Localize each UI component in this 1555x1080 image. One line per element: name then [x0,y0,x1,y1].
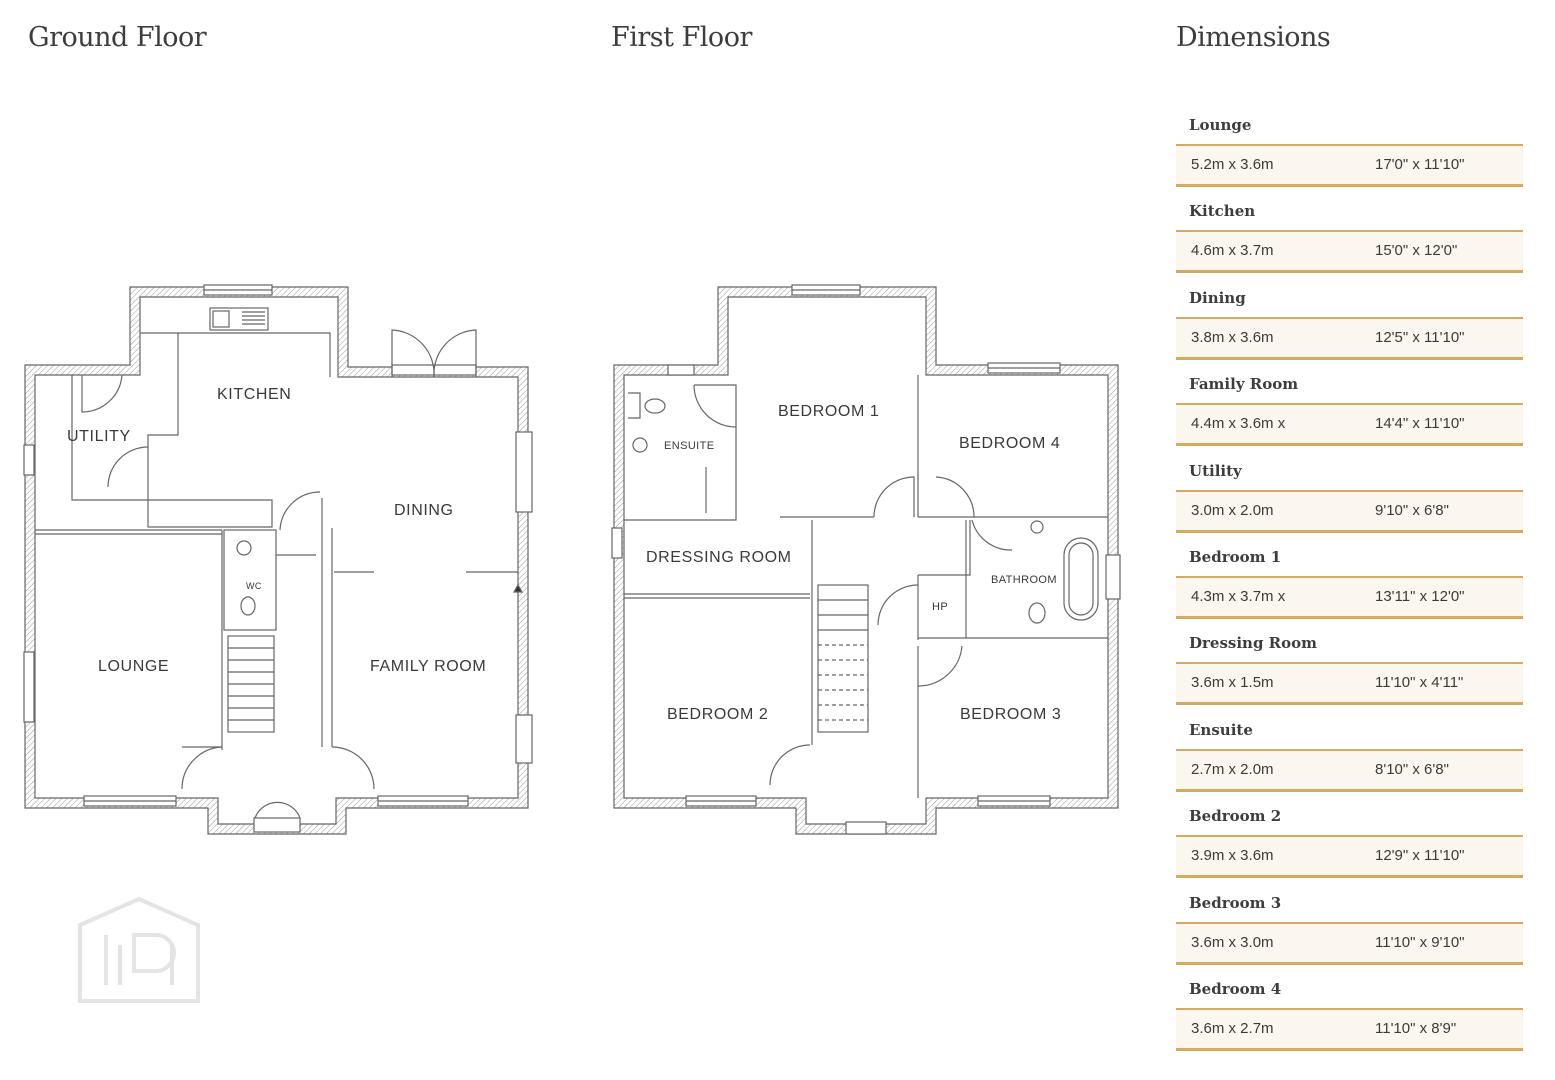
dimension-band: 5.2m x 3.6m 17'0" x 11'10" [1176,144,1523,187]
dimension-row: Lounge 5.2m x 3.6m 17'0" x 11'10" [1176,100,1523,187]
dimension-imperial: 9'10" x 6'8" [1375,501,1449,519]
dimensions-heading: Dimensions [1176,22,1331,53]
dimension-band: 3.6m x 1.5m 11'10" x 4'11" [1176,662,1523,706]
dimension-row: Dressing Room 3.6m x 1.5m 11'10" x 4'11" [1176,618,1523,706]
dimension-metric: 3.6m x 1.5m [1191,674,1274,692]
kitchen-label: KITCHEN [217,386,291,403]
dimension-room-name: Kitchen [1189,202,1256,221]
property-logo-icon [78,896,200,1003]
dimension-imperial: 15'0" x 12'0" [1375,242,1458,260]
dimension-row: Ensuite 2.7m x 2.0m 8'10" x 6'8" [1176,705,1523,792]
dimension-metric: 3.6m x 3.0m [1191,933,1274,951]
dimension-row: Dining 3.8m x 3.6m 12'5" x 11'10" [1176,273,1523,360]
dimension-room-name: Bedroom 2 [1189,807,1282,826]
dimension-row: Bedroom 3 3.6m x 3.0m 11'10" x 9'10" [1176,878,1523,965]
dimension-band: 3.8m x 3.6m 12'5" x 11'10" [1176,316,1523,360]
dimension-band: 2.7m x 2.0m 8'10" x 6'8" [1176,748,1523,792]
floor-plans: KITCHEN UTILITY DINING LOUNGE FAMILY ROO… [23,284,1121,835]
dimension-metric: 5.2m x 3.6m [1191,156,1274,173]
dimension-metric: 2.7m x 2.0m [1191,760,1274,778]
bedroom4-label: BEDROOM 4 [959,435,1060,452]
dimension-metric: 4.6m x 3.7m [1191,242,1274,260]
bathroom-label: BATHROOM [991,574,1057,586]
dimension-metric: 4.4m x 3.6m x [1191,415,1286,433]
dimension-room-name: Utility [1189,461,1242,480]
dimension-row: Utility 3.0m x 2.0m 9'10" x 6'8" [1176,446,1523,533]
dimension-metric: 3.9m x 3.6m [1191,847,1274,865]
dimension-band: 3.0m x 2.0m 9'10" x 6'8" [1176,489,1523,533]
dimension-row: Bedroom 4 3.6m x 2.7m 11'10" x 8'9" [1176,964,1523,1051]
ground-floor-plan [23,284,533,835]
dimension-row: Family Room 4.4m x 3.6m x 14'4" x 11'10" [1176,359,1523,447]
family-room-label: FAMILY ROOM [370,658,486,675]
ground-floor-heading: Ground Floor [28,22,207,53]
dimension-metric: 3.0m x 2.0m [1191,501,1274,519]
dimension-row: Bedroom 2 3.9m x 3.6m 12'9" x 11'10" [1176,791,1523,879]
dimension-band: 3.9m x 3.6m 12'9" x 11'10" [1176,835,1523,879]
dimension-imperial: 12'5" x 11'10" [1375,328,1465,346]
first-floor-plan [611,284,1121,835]
dimension-band: 4.3m x 3.7m x 13'11" x 12'0" [1176,575,1523,619]
dimension-band: 3.6m x 2.7m 11'10" x 8'9" [1176,1007,1523,1051]
dimension-band: 3.6m x 3.0m 11'10" x 9'10" [1176,921,1523,965]
dimension-row: Bedroom 1 4.3m x 3.7m x 13'11" x 12'0" [1176,532,1523,619]
dimension-room-name: Bedroom 4 [1189,979,1282,998]
dimension-room-name: Dressing Room [1189,634,1318,653]
dimension-metric: 3.8m x 3.6m [1191,328,1274,346]
dimension-band: 4.6m x 3.7m 15'0" x 12'0" [1176,230,1523,274]
bedroom2-label: BEDROOM 2 [667,706,768,723]
dimension-room-name: Dining [1189,288,1246,307]
dimension-row: Kitchen 4.6m x 3.7m 15'0" x 12'0" [1176,186,1523,274]
ensuite-label: ENSUITE [664,440,714,452]
dimension-room-name: Family Room [1189,375,1299,394]
dimension-imperial: 11'10" x 4'11" [1375,674,1464,692]
bedroom1-label: BEDROOM 1 [778,403,879,420]
utility-label: UTILITY [67,428,131,445]
first-floor-heading: First Floor [611,22,752,53]
wc-label: WC [246,581,262,591]
dressing-room-label: DRESSING ROOM [646,549,792,566]
dimension-room-name: Bedroom 1 [1189,547,1282,566]
bedroom3-label: BEDROOM 3 [960,706,1061,723]
dimension-room-name: Bedroom 3 [1189,893,1282,912]
dimension-imperial: 11'10" x 8'9" [1375,1019,1457,1037]
dimension-room-name: Lounge [1189,116,1252,134]
dimension-imperial: 17'0" x 11'10" [1375,156,1465,173]
hp-label: HP [932,601,948,613]
dining-label: DINING [394,502,454,519]
dimension-metric: 4.3m x 3.7m x [1191,587,1286,605]
dimension-room-name: Ensuite [1189,720,1253,739]
dimension-imperial: 12'9" x 11'10" [1375,847,1465,865]
dimensions-table: Lounge 5.2m x 3.6m 17'0" x 11'10" Kitchen 4.… [1176,100,1523,1051]
dimension-metric: 3.6m x 2.7m [1191,1019,1274,1037]
lounge-label: LOUNGE [98,658,169,675]
dimension-imperial: 14'4" x 11'10" [1375,415,1465,433]
dimension-band: 4.4m x 3.6m x 14'4" x 11'10" [1176,403,1523,447]
dimension-imperial: 8'10" x 6'8" [1375,760,1449,778]
dimension-imperial: 13'11" x 12'0" [1375,587,1465,605]
dimension-imperial: 11'10" x 9'10" [1375,933,1465,951]
